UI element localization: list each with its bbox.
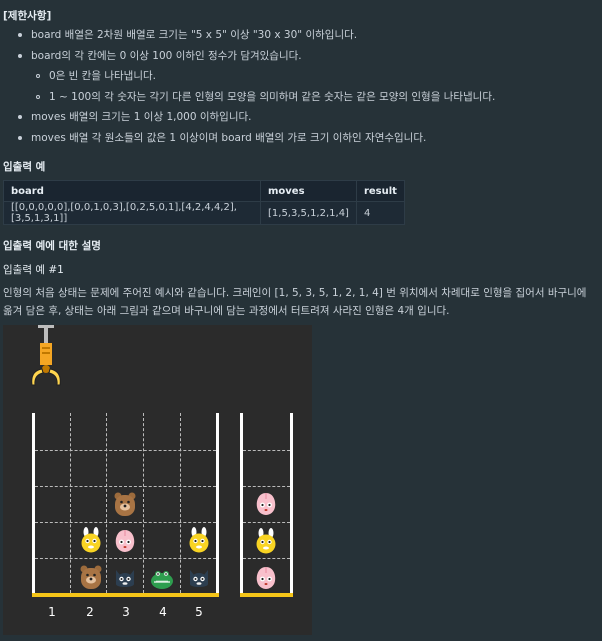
grid-line xyxy=(106,413,107,593)
table-row: [[0,0,0,0,0],[0,0,1,0,3],[0,2,5,0,1],[4,… xyxy=(3,201,405,225)
rabbit-doll-icon xyxy=(187,527,211,553)
bullet-icon xyxy=(18,53,22,58)
grid-line xyxy=(143,413,144,593)
constraint-item: moves 배열 각 원소들의 값은 1 이상이며 board 배열의 가로 크… xyxy=(18,130,426,145)
grid-line xyxy=(35,558,216,559)
bullet-icon xyxy=(36,94,40,99)
grid-line xyxy=(243,486,290,487)
cat-doll-icon xyxy=(113,564,137,590)
io-table: board moves result [[0,0,0,0,0],[0,0,1,0… xyxy=(3,180,405,225)
bullet-icon xyxy=(36,73,40,78)
grid-line xyxy=(243,522,290,523)
bullet-icon xyxy=(18,114,22,119)
crane-icon xyxy=(31,325,61,386)
crocodile-doll-icon xyxy=(150,564,174,590)
grid-line xyxy=(35,486,216,487)
col-header-moves: moves xyxy=(260,180,357,202)
peach-doll-icon xyxy=(254,564,278,590)
grid-line xyxy=(180,413,181,593)
example-subtitle: 입출력 예 #1 xyxy=(3,264,64,276)
constraints-title: [제한사항] xyxy=(3,10,52,22)
bear-doll-icon xyxy=(113,491,137,517)
constraint-item: moves 배열의 크기는 1 이상 1,000 이하입니다. xyxy=(18,109,251,124)
cell-result: 4 xyxy=(355,201,405,225)
io-title: 입출력 예 xyxy=(3,161,46,173)
grid-line xyxy=(243,450,290,451)
cell-board: [[0,0,0,0,0],[0,0,1,0,3],[0,2,5,0,1],[4,… xyxy=(3,201,261,225)
column-label: 2 xyxy=(86,605,94,619)
col-header-board: board xyxy=(3,180,261,202)
grid-line xyxy=(243,558,290,559)
bullet-icon xyxy=(18,135,22,140)
constraint-item: board의 각 칸에는 0 이상 100 이하인 정수가 담겨있습니다. xyxy=(18,48,302,63)
constraint-subitem: 1 ~ 100의 각 숫자는 각기 다른 인형의 모양을 의미하며 같은 숫자는… xyxy=(36,89,495,104)
column-label: 4 xyxy=(159,605,167,619)
rabbit-doll-icon xyxy=(254,528,278,554)
bear-doll-icon xyxy=(79,564,103,590)
peach-doll-icon xyxy=(254,490,278,516)
grid-line xyxy=(70,413,71,593)
column-label: 5 xyxy=(195,605,203,619)
cat-doll-icon xyxy=(187,564,211,590)
board-floor xyxy=(32,593,219,597)
basket-left-wall xyxy=(240,413,243,596)
rabbit-doll-icon xyxy=(79,527,103,553)
column-label: 3 xyxy=(122,605,130,619)
board-left-wall xyxy=(32,413,35,596)
basket-right-wall xyxy=(290,413,293,596)
cell-moves: [1,5,3,5,1,2,1,4] xyxy=(260,201,357,225)
explanation-title: 입출력 예에 대한 설명 xyxy=(3,240,101,252)
col-header-result: result xyxy=(355,180,405,202)
explanation-text: 인형의 처음 상태는 문제에 주어진 예시와 같습니다. 크레인이 [1, 5,… xyxy=(3,287,587,317)
constraint-subitem: 0은 빈 칸을 나타냅니다. xyxy=(36,68,156,83)
board-right-wall xyxy=(216,413,219,596)
peach-doll-icon xyxy=(113,527,137,553)
bullet-icon xyxy=(18,32,22,37)
column-label: 1 xyxy=(48,605,56,619)
basket-floor xyxy=(240,593,293,597)
grid-line xyxy=(35,522,216,523)
grid-line xyxy=(35,450,216,451)
constraint-item: board 배열은 2차원 배열로 크기는 "5 x 5" 이상 "30 x 3… xyxy=(18,27,357,42)
